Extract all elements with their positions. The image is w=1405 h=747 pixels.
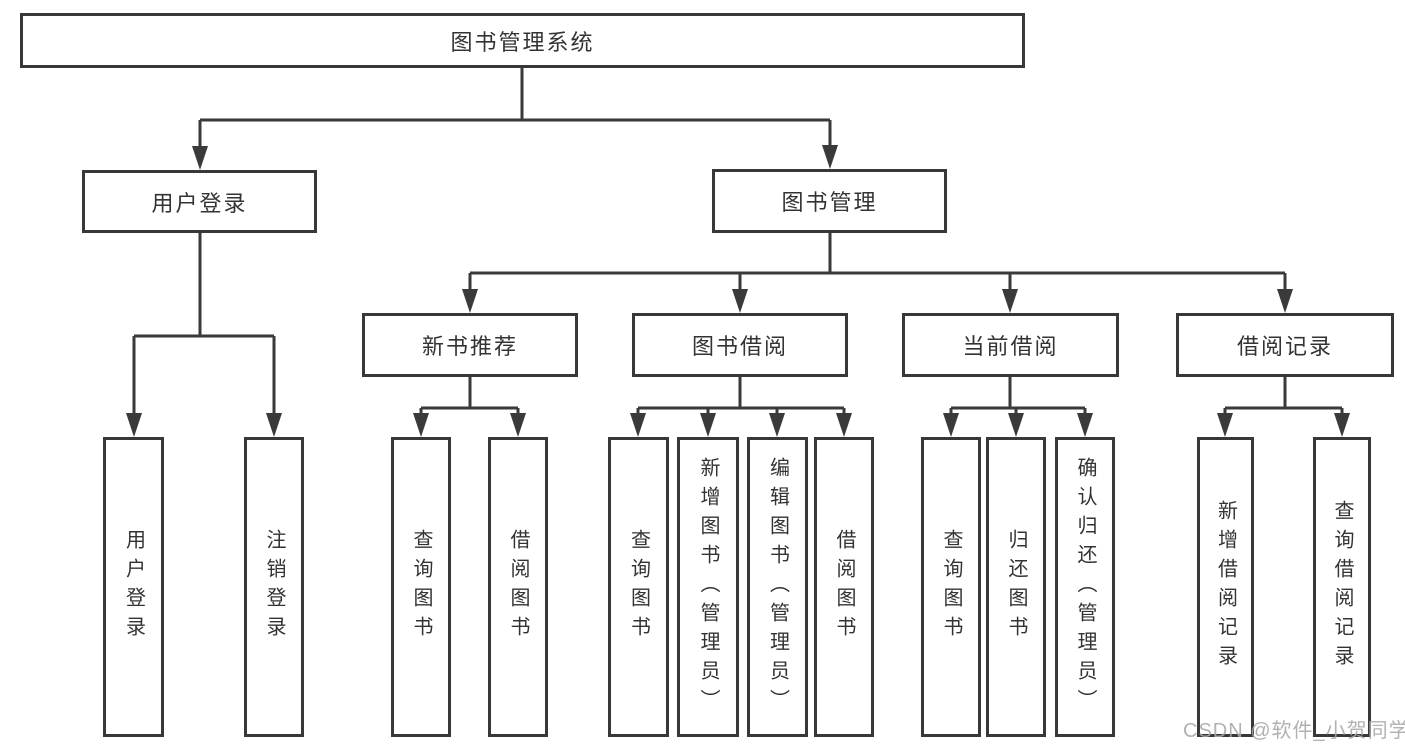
arrow-down-icon — [769, 413, 785, 437]
node-new-book-recommendation: 新书推荐 — [362, 313, 578, 377]
node-label: 图书管理系统 — [450, 29, 595, 55]
leaf-label: 查询图书 — [627, 529, 650, 645]
node-label: 当前借阅 — [962, 334, 1059, 359]
leaf-current-return-books: 归还图书 — [986, 437, 1046, 737]
node-label: 图书借阅 — [691, 334, 788, 359]
leaf-logout: 注销登录 — [244, 437, 304, 737]
arrow-down-icon — [943, 413, 959, 437]
leaf-label: 编辑图书（管理员） — [766, 456, 789, 718]
leaf-label: 查询借阅记录 — [1331, 500, 1353, 674]
leaf-label: 借阅图书 — [833, 529, 855, 645]
watermark: CSDN @软件_小贺同学 — [1183, 720, 1405, 742]
leaf-borrow-edit-books-admin: 编辑图书（管理员） — [747, 437, 808, 737]
leaf-label: 新增图书（管理员） — [697, 456, 719, 718]
connector-book-management-to-level2 — [462, 233, 1293, 313]
leaf-borrow-borrow-books: 借阅图书 — [814, 437, 874, 737]
arrow-down-icon — [630, 413, 646, 437]
node-label: 新书推荐 — [421, 334, 518, 359]
connector-borrow-records-to-leaves — [1217, 377, 1350, 437]
leaf-current-confirm-return-admin: 确认归还（管理员） — [1055, 437, 1115, 737]
connector-new-book-to-leaves — [413, 377, 526, 437]
leaf-borrow-add-books-admin: 新增图书（管理员） — [677, 437, 739, 737]
node-label: 用户登录 — [151, 190, 248, 216]
arrow-down-icon — [1217, 413, 1233, 437]
node-user-login: 用户登录 — [82, 170, 317, 233]
arrow-down-icon — [1077, 413, 1093, 437]
connector-current-borrowing-to-leaves — [943, 377, 1093, 437]
arrow-down-icon — [700, 413, 716, 437]
leaf-newrec-borrow-books: 借阅图书 — [488, 437, 548, 737]
arrow-down-icon — [510, 413, 526, 437]
arrow-down-icon — [836, 413, 852, 437]
leaf-borrow-query-books: 查询图书 — [608, 437, 669, 737]
leaf-records-query-record: 查询借阅记录 — [1313, 437, 1371, 737]
arrow-down-icon — [413, 413, 429, 437]
node-borrow-records: 借阅记录 — [1176, 313, 1394, 377]
leaf-label: 确认归还（管理员） — [1074, 456, 1096, 718]
connector-book-borrowing-to-leaves — [630, 377, 852, 437]
connector-user-login-to-leaves — [126, 233, 282, 437]
leaf-user-login: 用户登录 — [103, 437, 164, 737]
arrow-down-icon — [1277, 289, 1293, 313]
arrow-down-icon — [462, 289, 478, 313]
arrow-down-icon — [126, 413, 142, 437]
arrow-down-icon — [822, 145, 838, 169]
leaf-label: 用户登录 — [122, 529, 145, 645]
leaf-records-add-record: 新增借阅记录 — [1197, 437, 1254, 737]
leaf-label: 新增借阅记录 — [1214, 500, 1237, 674]
leaf-label: 借阅图书 — [507, 529, 529, 645]
arrow-down-icon — [266, 413, 282, 437]
arrow-down-icon — [1334, 413, 1350, 437]
node-book-management: 图书管理 — [712, 169, 947, 233]
leaf-label: 归还图书 — [1005, 529, 1027, 645]
node-book-borrowing: 图书借阅 — [632, 313, 848, 377]
leaf-label: 查询图书 — [940, 529, 962, 645]
connector-root-to-level1 — [192, 68, 838, 170]
arrow-down-icon — [1008, 413, 1024, 437]
leaf-newrec-query-books: 查询图书 — [391, 437, 451, 737]
leaf-label: 注销登录 — [263, 529, 285, 645]
node-label: 借阅记录 — [1236, 334, 1333, 359]
arrow-down-icon — [1002, 289, 1018, 313]
arrow-down-icon — [192, 146, 208, 170]
leaf-label: 查询图书 — [410, 529, 432, 645]
arrow-down-icon — [732, 289, 748, 313]
node-label: 图书管理 — [781, 190, 878, 215]
leaf-current-query-books: 查询图书 — [921, 437, 981, 737]
node-library-management-system: 图书管理系统 — [20, 13, 1025, 68]
node-current-borrowing: 当前借阅 — [902, 313, 1119, 377]
